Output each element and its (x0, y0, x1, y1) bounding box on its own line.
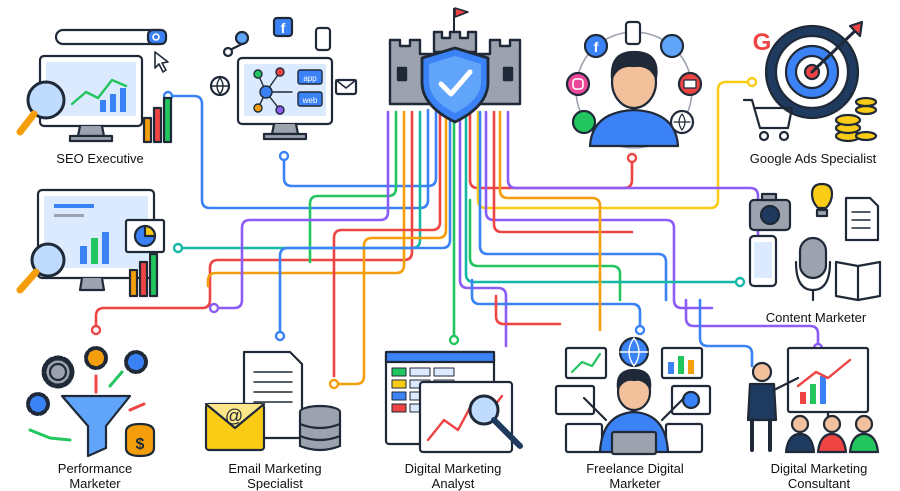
svg-text:web: web (302, 96, 318, 105)
email-envelope-database-icon: @ (204, 350, 342, 452)
svg-text:app: app (303, 74, 317, 83)
connector-line (458, 110, 508, 348)
website-network-monitor-icon: f app web (209, 16, 358, 141)
connector-endpoint (734, 276, 746, 288)
svg-text:@: @ (225, 406, 243, 426)
analytics-dashboard-icon (16, 188, 166, 298)
role-label-line: Digital Marketing (770, 461, 868, 476)
role-label-line: Freelance Digital (586, 461, 684, 476)
role-label-line: Marketer (69, 476, 121, 491)
seo-monitor-magnifier-icon (16, 28, 173, 144)
freelancer-multitasking-icon (554, 336, 712, 456)
connector-endpoint (328, 378, 340, 390)
connector-endpoint (274, 330, 286, 342)
role-label-line: Content Marketer (765, 310, 867, 325)
connector-line (494, 294, 562, 326)
social-media-person-icon: f (565, 20, 703, 149)
connector-line (212, 110, 390, 310)
connector-line (484, 110, 714, 310)
connector-line (94, 110, 414, 332)
connector-line (166, 94, 430, 210)
connector-endpoints (90, 76, 824, 390)
consultant-presentation-icon (746, 346, 880, 454)
label-seo-executive: SEO Executive (30, 151, 170, 166)
label-google-ads-specialist: Google Ads Specialist (730, 151, 896, 166)
connector-line (468, 198, 622, 302)
label-digital-marketing-analyst: Digital Marketing Analyst (378, 461, 528, 491)
content-creation-icon (748, 182, 882, 302)
role-label-line: Performance (57, 461, 133, 476)
connector-endpoint (746, 76, 758, 88)
connector-line (684, 298, 820, 348)
connector-line (332, 110, 448, 386)
role-label-line: Google Ads Specialist (749, 151, 877, 166)
connector-line (492, 110, 634, 234)
label-content-marketer: Content Marketer (746, 310, 886, 325)
connector-endpoint (208, 302, 220, 314)
connector-line (176, 110, 422, 250)
castle-shield-check-icon (388, 7, 522, 124)
label-performance-marketer: Performance Marketer (30, 461, 160, 491)
role-label-line: Marketer (609, 476, 661, 491)
connector-line (308, 110, 398, 264)
connector-line (206, 110, 406, 288)
connector-endpoint (634, 324, 646, 336)
label-email-marketing-specialist: Email Marketing Specialist (200, 461, 350, 491)
connector-line (478, 110, 668, 302)
connector-endpoint (90, 324, 102, 336)
connector-endpoint (278, 150, 290, 162)
connector-line (698, 298, 754, 368)
connector-line (332, 110, 442, 378)
role-label-line: Email Marketing (228, 461, 322, 476)
label-digital-marketing-consultant: Digital Marketing Consultant (744, 461, 894, 491)
connector-line (282, 110, 438, 188)
connector-line (278, 110, 452, 338)
connector-line (464, 110, 742, 284)
connector-line (506, 110, 760, 260)
label-freelance-digital-marketer: Freelance Digital Marketer (560, 461, 710, 491)
role-label-line: Consultant (787, 476, 851, 491)
role-label-line: Specialist (247, 476, 303, 491)
role-label-line: Analyst (431, 476, 475, 491)
svg-text:f: f (281, 20, 286, 36)
connector-line (470, 278, 642, 330)
svg-text:$: $ (136, 436, 145, 453)
connector-lines (94, 80, 820, 386)
connector-endpoint (448, 334, 460, 346)
connector-endpoint (626, 152, 638, 164)
svg-text:G: G (753, 29, 772, 56)
connector-line (498, 110, 602, 332)
spreadsheet-chart-magnifier-icon (384, 350, 523, 454)
google-ads-target-icon: G (742, 20, 878, 143)
role-label-line: Digital Marketing (404, 461, 502, 476)
connector-endpoint (172, 242, 184, 254)
svg-text:f: f (594, 39, 599, 55)
funnel-gears-money-icon: $ (26, 346, 156, 458)
role-label-line: SEO Executive (56, 151, 144, 166)
